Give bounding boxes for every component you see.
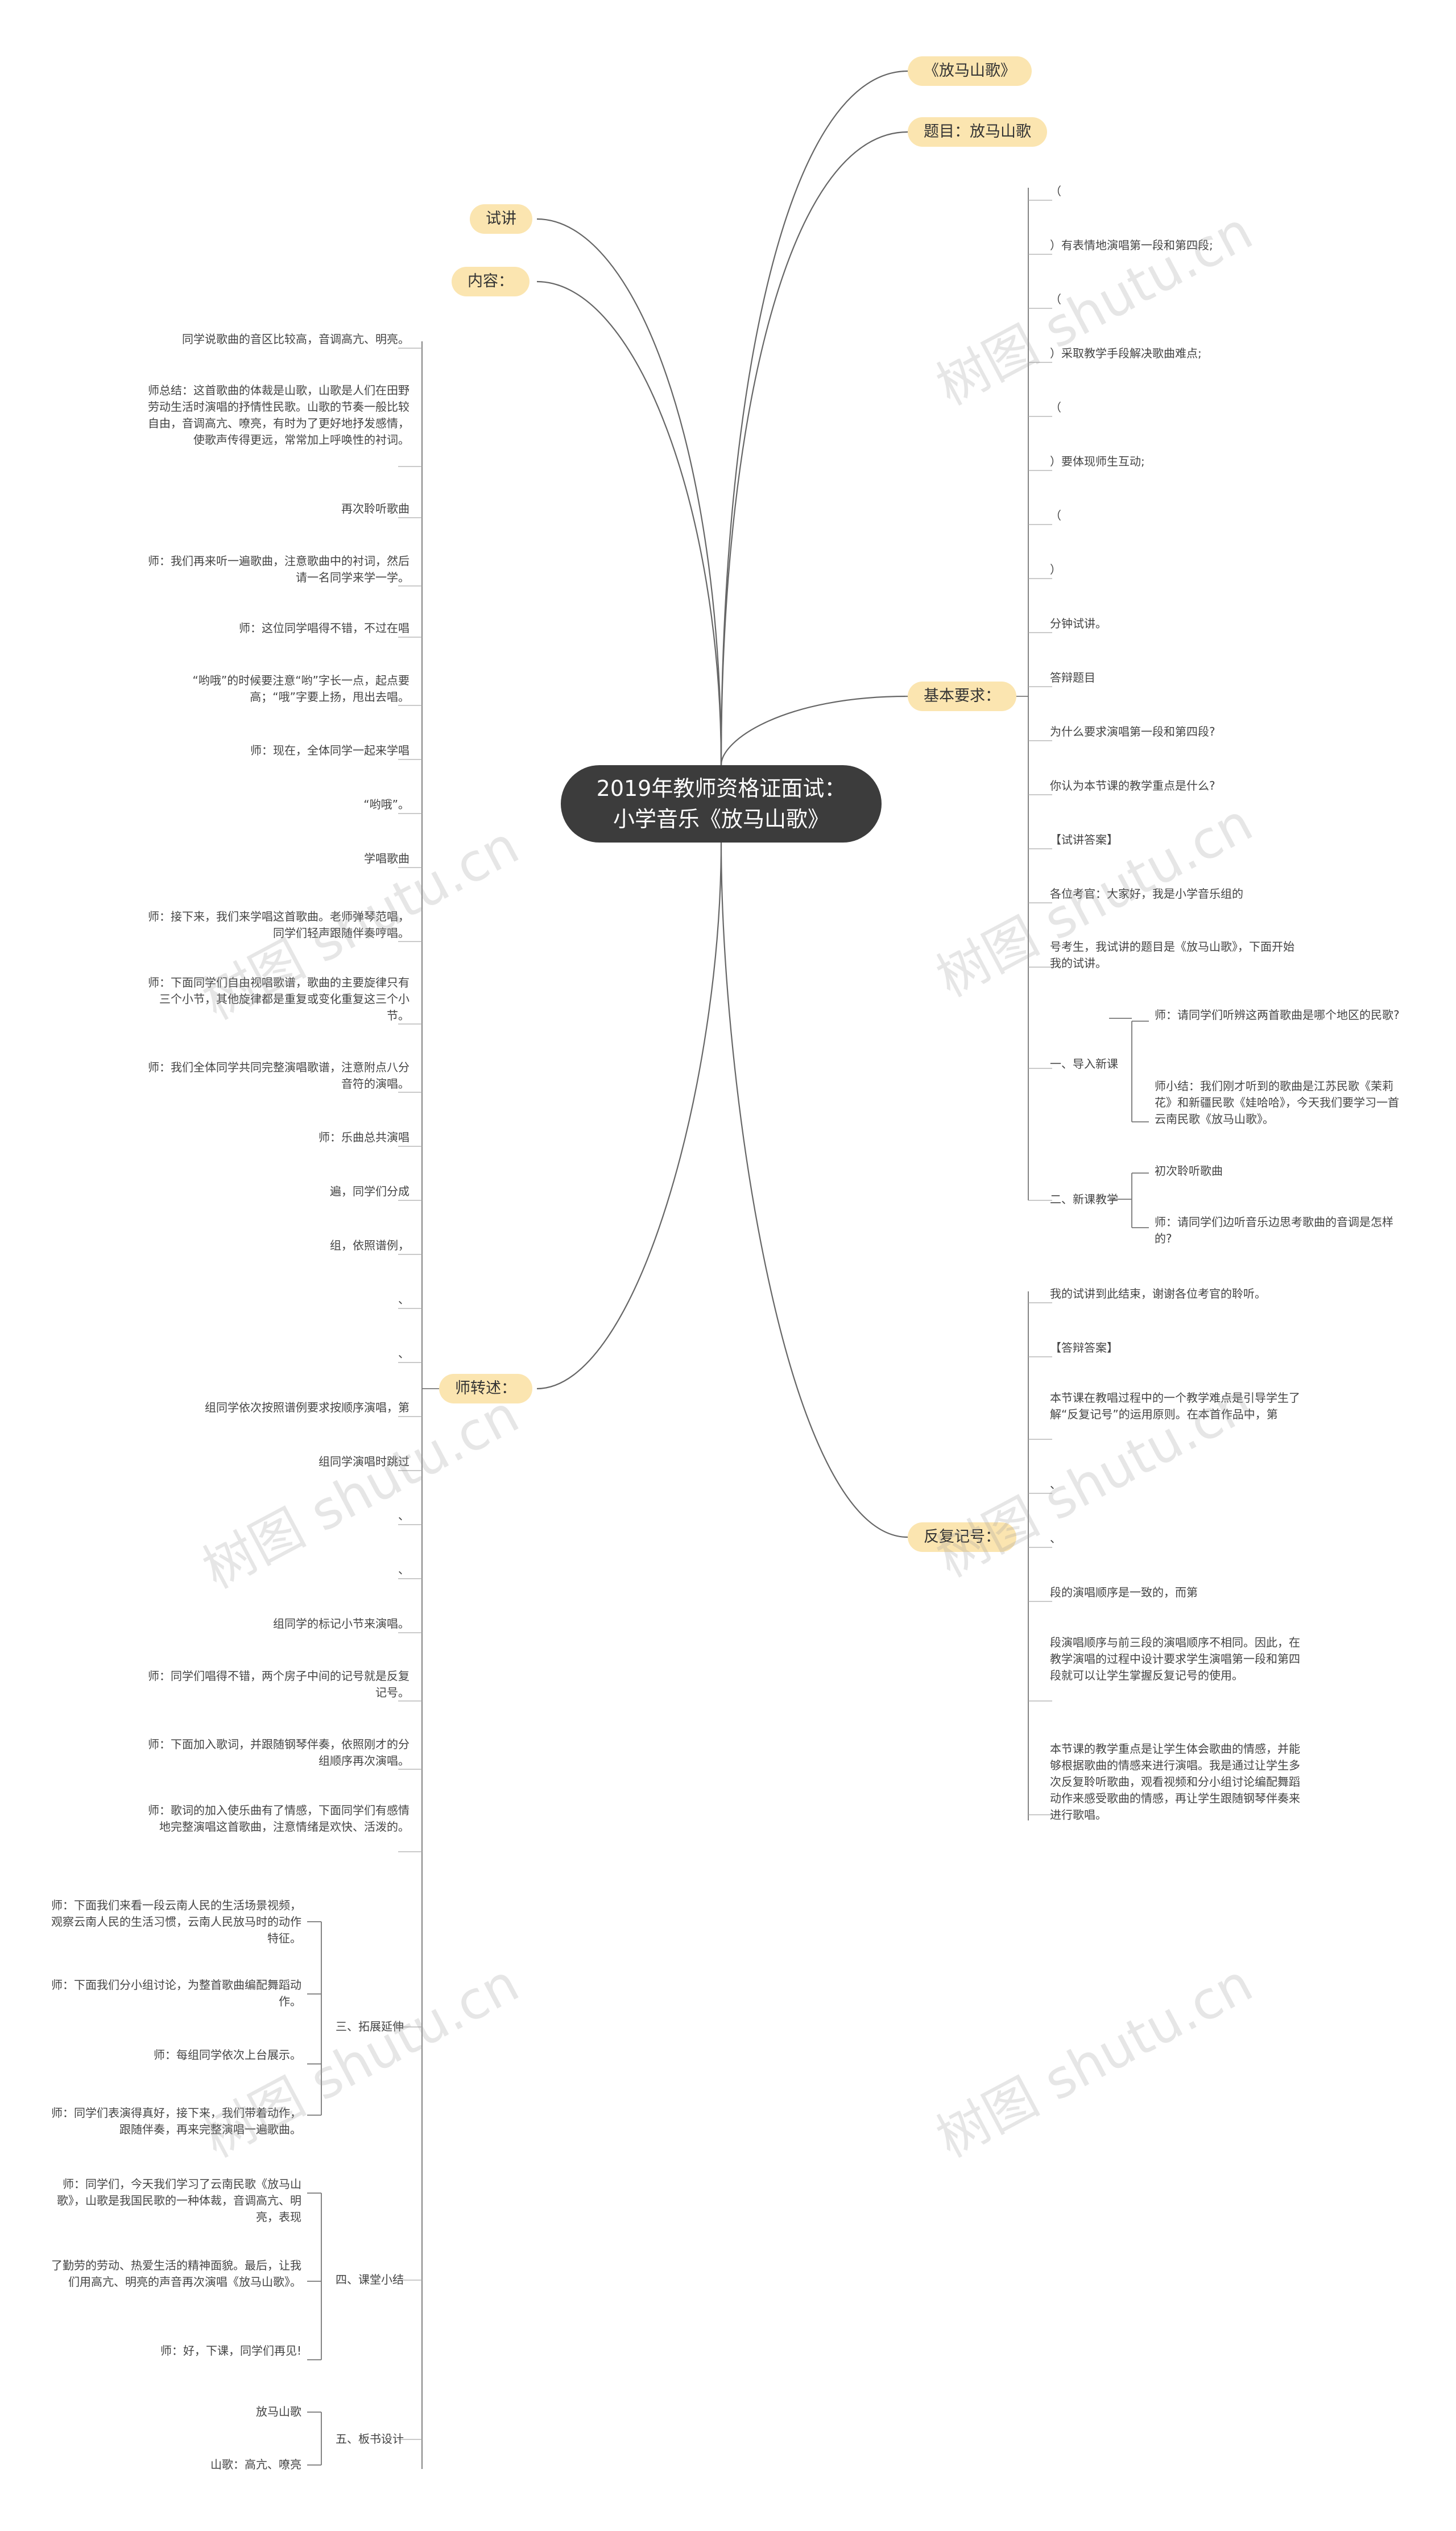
jiben-item: （ — [1050, 509, 1061, 522]
shi-item: 师：接下来，我们来学唱这首歌曲。老师弹琴范唱，同学们轻声跟随伴奏哼唱。 — [148, 910, 410, 940]
xiaojie-label: 四、课堂小结 — [336, 2273, 404, 2286]
shi-item: 、 — [398, 1509, 410, 1522]
fanfu-item: 段的演唱顺序是一致的，而第 — [1050, 1586, 1198, 1599]
jiben-item: ）有表情地演唱第一段和第四段; — [1050, 238, 1213, 252]
fanfu-item: 【答辩答案】 — [1050, 1341, 1118, 1355]
banshu-label: 五、板书设计 — [336, 2432, 404, 2446]
shi-item: “哟哦”的时候要注意“哟”字长一点，起点要高；“哦”字要上扬，甩出去唱。 — [192, 674, 410, 704]
xinke-label: 二、新课教学 — [1050, 1192, 1118, 1206]
central-topic-line1: 2019年教师资格证面试： — [596, 776, 846, 801]
shi-item: “哟哦”。 — [363, 798, 410, 811]
jiben-item: 你认为本节课的教学重点是什么? — [1050, 779, 1215, 792]
shi-item: 师：现在，全体同学一起来学唱 — [250, 744, 410, 757]
jiben-item: ） — [1050, 563, 1061, 576]
fanfu-item: 我的试讲到此结束，谢谢各位考官的聆听。 — [1050, 1287, 1266, 1300]
shi-item: 师：乐曲总共演唱 — [318, 1130, 410, 1144]
jiben-item: （ — [1050, 400, 1061, 414]
shi-item: 、 — [398, 1563, 410, 1576]
fanfu-item: 本节课的教学重点是让学生体会歌曲的情感，并能够根据歌曲的情感来进行演唱。我是通过… — [1050, 1742, 1300, 1822]
jiben-item: 为什么要求演唱第一段和第四段? — [1050, 725, 1215, 738]
xiaojie-item: 师：同学们，今天我们学习了云南民歌《放马山歌》，山歌是我国民歌的一种体裁，音调高… — [57, 2177, 301, 2224]
tuozhan-item: 师：每组同学依次上台展示。 — [154, 2048, 301, 2062]
tuozhan-label: 三、拓展延伸 — [336, 2020, 404, 2033]
jiben-item: 【试讲答案】 — [1050, 833, 1118, 847]
topic-shijiang[interactable]: 试讲 — [470, 204, 532, 234]
jiben-item: 各位考官：大家好，我是小学音乐组的 — [1050, 887, 1243, 901]
jiben-item: 分钟试讲。 — [1050, 617, 1107, 630]
central-topic[interactable]: 2019年教师资格证面试： 小学音乐《放马山歌》 — [561, 765, 882, 843]
shi-item: 师：下面加入歌词，并跟随钢琴伴奏，依照刚才的分组顺序再次演唱。 — [148, 1737, 410, 1768]
fanfu-item: 、 — [1050, 1531, 1061, 1545]
shi-item: 师：我们全体同学共同完整演唱歌谱，注意附点八分音符的演唱。 — [148, 1060, 410, 1091]
shi-item: 师总结：这首歌曲的体裁是山歌，山歌是人们在田野劳动生活时演唱的抒情性民歌。山歌的… — [148, 383, 410, 447]
tuozhan-item: 师：同学们表演得真好，接下来，我们带着动作，跟随伴奏，再来完整演唱一遍歌曲。 — [51, 2106, 301, 2136]
xiaojie-item: 师：好，下课，同学们再见! — [160, 2344, 301, 2357]
xinke-item: 师：请同学们边听音乐边思考歌曲的音调是怎样的? — [1155, 1215, 1393, 1245]
jiben-item: ）采取教学手段解决歌曲难点; — [1050, 346, 1202, 360]
shi-item: 师：我们再来听一遍歌曲，注意歌曲中的衬词，然后请一名同学来学一学。 — [148, 554, 410, 584]
topic-timu[interactable]: 题目：放马山歌 — [908, 117, 1047, 147]
daoru-label: 一、导入新课 — [1050, 1057, 1118, 1071]
banshu-item: 山歌：高亢、嘹亮 — [210, 2458, 301, 2471]
tuozhan-item: 师：下面我们来看一段云南人民的生活场景视频，观察云南人民的生活习惯，云南人民放马… — [51, 1898, 301, 1945]
jiben-item: （ — [1050, 184, 1061, 198]
shi-item: 师：同学们唱得不错，两个房子中间的记号就是反复记号。 — [148, 1669, 410, 1699]
shi-item: 师：歌词的加入使乐曲有了情感，下面同学们有感情地完整演唱这首歌曲，注意情绪是欢快… — [148, 1803, 410, 1834]
xiaojie-item: 了勤劳的劳动、热爱生活的精神面貌。最后，让我们用高亢、明亮的声音再次演唱《放马山… — [51, 2259, 301, 2289]
daoru-item: 师：请同学们听辨这两首歌曲是哪个地区的民歌? — [1155, 1008, 1400, 1022]
shi-item: 组同学的标记小节来演唱。 — [273, 1617, 410, 1630]
daoru-item: 师小结：我们刚才听到的歌曲是江苏民歌《茉莉花》和新疆民歌《娃哈哈》，今天我们要学… — [1155, 1079, 1399, 1126]
topic-neirong[interactable]: 内容： — [452, 267, 530, 296]
banshu-item: 放马山歌 — [256, 2405, 301, 2418]
topic-fangma-shange[interactable]: 《放马山歌》 — [908, 56, 1032, 86]
shi-item: 师：下面同学们自由视唱歌谱，歌曲的主要旋律只有三个小节，其他旋律都是重复或变化重… — [148, 976, 410, 1022]
shi-item: 组，依照谱例， — [330, 1238, 410, 1252]
jiben-item: ）要体现师生互动; — [1050, 455, 1145, 468]
fanfu-item: 段演唱顺序与前三段的演唱顺序不相同。因此，在教学演唱的过程中设计要求学生演唱第一… — [1050, 1636, 1300, 1682]
shi-item: 学唱歌曲 — [364, 852, 410, 865]
shi-item: 同学说歌曲的音区比较高，音调高亢、明亮。 — [182, 332, 410, 346]
central-topic-line2: 小学音乐《放马山歌》 — [613, 807, 829, 832]
xinke-item: 初次聆听歌曲 — [1155, 1164, 1223, 1178]
shi-item: 再次聆听歌曲 — [341, 502, 410, 515]
shi-item: 、 — [398, 1347, 410, 1360]
topic-shi-zhuanshu[interactable]: 师转述： — [439, 1374, 532, 1403]
tuozhan-item: 师：下面我们分小组讨论，为整首歌曲编配舞蹈动作。 — [51, 1978, 301, 2008]
shi-item: 组同学演唱时跳过 — [318, 1455, 410, 1468]
topic-jiben-yaoqiu[interactable]: 基本要求： — [908, 682, 1016, 711]
jiben-item: （ — [1050, 292, 1061, 306]
shi-item: 遍，同学们分成 — [330, 1184, 410, 1198]
jiben-item: 号考生，我试讲的题目是《放马山歌》，下面开始我的试讲。 — [1050, 940, 1294, 970]
fanfu-item: 本节课在教唱过程中的一个教学难点是引导学生了解“反复记号”的运用原则。在本首作品… — [1050, 1391, 1300, 1421]
jiben-item: 答辩题目 — [1050, 671, 1095, 684]
fanfu-item: 、 — [1050, 1477, 1061, 1491]
shi-item: 组同学依次按照谱例要求按顺序演唱，第 — [205, 1401, 410, 1414]
shi-item: 师：这位同学唱得不错，不过在唱 — [239, 621, 410, 635]
topic-fanfu-jihao[interactable]: 反复记号： — [908, 1522, 1016, 1552]
shi-item: 、 — [398, 1293, 410, 1306]
